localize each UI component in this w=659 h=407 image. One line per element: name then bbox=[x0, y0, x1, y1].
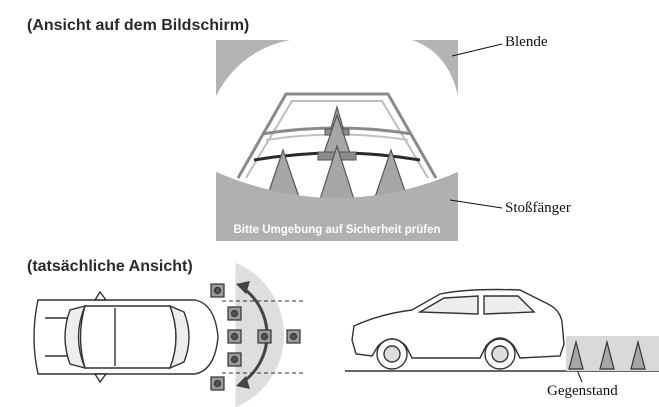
cone-tip bbox=[260, 332, 269, 341]
actual-view-heading: (tatsächliche Ansicht) bbox=[27, 258, 193, 275]
top-view bbox=[33, 263, 306, 407]
camera-screen bbox=[216, 40, 458, 241]
cone-tip bbox=[213, 379, 222, 388]
cone-tip bbox=[230, 332, 239, 341]
cone-tip bbox=[230, 355, 239, 364]
cone-icon bbox=[568, 339, 584, 370]
car-side-window bbox=[417, 295, 479, 315]
car-side-window bbox=[483, 295, 536, 315]
object-cones bbox=[568, 339, 646, 370]
guide-line-outer bbox=[236, 92, 438, 179]
bumper-leader-line bbox=[449, 199, 503, 209]
cone-icon bbox=[599, 339, 615, 370]
top-view-cones bbox=[210, 283, 301, 391]
blende-label: Blende bbox=[505, 34, 548, 50]
side-view bbox=[345, 288, 659, 372]
object-label: Gegenstand bbox=[547, 383, 618, 399]
windshield bbox=[64, 304, 87, 370]
arrow-head-icon bbox=[236, 281, 250, 294]
screen-view-heading: (Ansicht auf dem Bildschirm) bbox=[27, 17, 250, 34]
car-cabin bbox=[79, 305, 177, 369]
bumper-label: Stoßfänger bbox=[505, 200, 571, 216]
car-top-view bbox=[33, 290, 219, 384]
wheel-hub bbox=[491, 345, 509, 363]
blende-leader-line bbox=[451, 43, 503, 57]
mirror-icon bbox=[93, 290, 108, 301]
safety-warning-text: Bitte Umgebung auf Sicherheit prüfen bbox=[233, 224, 441, 236]
cone-tip bbox=[213, 286, 222, 295]
mirror-icon bbox=[93, 373, 108, 384]
arrow-head-icon bbox=[236, 376, 250, 389]
bumper-shape bbox=[216, 172, 458, 241]
wheel-hub bbox=[383, 345, 401, 363]
cone-tip bbox=[289, 332, 298, 341]
rear-window bbox=[168, 304, 190, 370]
cone-tip bbox=[230, 309, 239, 318]
cone-icon bbox=[630, 339, 646, 370]
car-side-view bbox=[351, 288, 565, 370]
